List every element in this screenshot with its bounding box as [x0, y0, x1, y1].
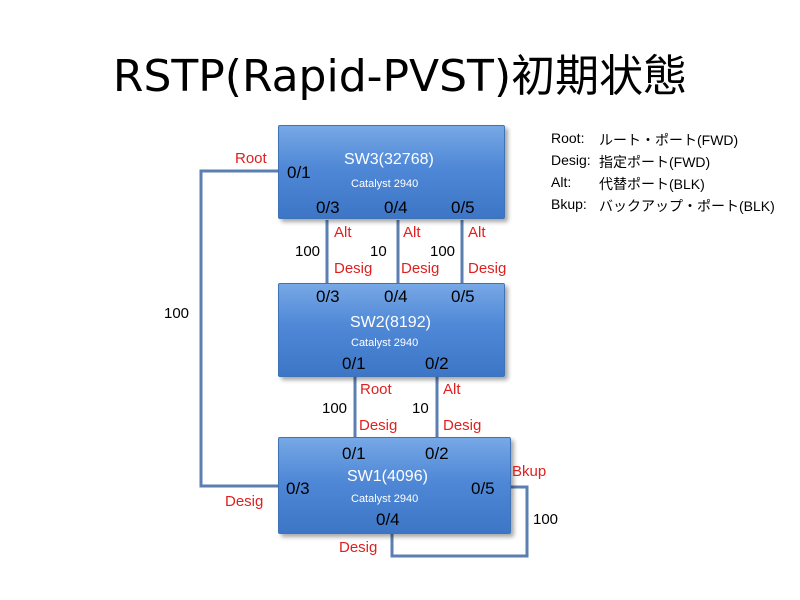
link-sw1-loop: [390, 485, 529, 558]
role-sw1-0-3: Desig: [225, 493, 264, 510]
sw1-port-0-4: 0/4: [376, 510, 400, 529]
sw2-port-0-5: 0/5: [451, 287, 475, 306]
switch-sw3[interactable]: [278, 125, 505, 219]
role-sw2-0-4: Desig: [401, 260, 440, 277]
role-sw3-0-5: Alt: [468, 224, 486, 241]
switch-sw1[interactable]: [278, 437, 511, 534]
legend-row-root: Root: ルート・ポート(FWD): [551, 130, 775, 152]
legend-row-desig: Desig: 指定ポート(FWD): [551, 152, 775, 174]
legend: Root: ルート・ポート(FWD) Desig: 指定ポート(FWD) Alt…: [551, 130, 775, 218]
cost-sw2-sw1-0-2: 10: [412, 400, 429, 417]
cost-sw1-loop: 100: [533, 511, 559, 528]
role-sw3-0-3: Alt: [334, 224, 352, 241]
role-sw2-0-2: Alt: [443, 381, 461, 398]
sw3-port-0-4: 0/4: [384, 198, 408, 217]
role-sw2-0-1: Root: [360, 381, 392, 398]
sw1-port-0-5: 0/5: [471, 479, 495, 498]
sw3-port-0-1: 0/1: [287, 163, 311, 182]
legend-text: 指定ポート(FWD): [599, 154, 711, 170]
cost-sw3-sw1: 100: [164, 305, 190, 322]
sw2-port-0-4: 0/4: [384, 287, 408, 306]
switch-sw3-model: Catalyst 2940: [351, 178, 419, 190]
page-title: RSTP(Rapid-PVST)初期状態: [112, 51, 688, 102]
legend-key: Alt:: [551, 174, 572, 190]
cost-sw2-sw1-0-1: 100: [322, 400, 348, 417]
role-sw1-0-2: Desig: [443, 417, 482, 434]
link-sw3-sw1: [199, 169, 279, 488]
role-sw1-0-5: Bkup: [512, 463, 547, 480]
legend-key: Root:: [551, 130, 585, 146]
role-sw3-0-4: Alt: [403, 224, 421, 241]
role-sw1-0-4: Desig: [339, 539, 378, 556]
sw1-port-0-2: 0/2: [425, 444, 449, 463]
cost-sw3-sw2-0-3: 100: [295, 243, 321, 260]
switch-sw2[interactable]: [278, 283, 505, 377]
sw1-port-0-1: 0/1: [342, 444, 366, 463]
sw2-port-0-2: 0/2: [425, 354, 449, 373]
role-sw1-0-1: Desig: [359, 417, 398, 434]
sw2-port-0-3: 0/3: [316, 287, 340, 306]
sw2-port-0-1: 0/1: [342, 354, 366, 373]
legend-row-alt: Alt: 代替ポート(BLK): [551, 174, 775, 196]
switch-sw1-name: SW1(4096): [347, 468, 428, 485]
sw3-port-0-3: 0/3: [316, 198, 340, 217]
switch-sw2-name: SW2(8192): [350, 314, 431, 331]
role-sw2-0-3: Desig: [334, 260, 373, 277]
legend-key: Desig:: [551, 152, 591, 168]
legend-text: 代替ポート(BLK): [599, 176, 705, 192]
legend-text: ルート・ポート(FWD): [599, 132, 739, 148]
switch-sw3-name: SW3(32768): [344, 151, 434, 168]
sw3-port-0-5: 0/5: [451, 198, 475, 217]
legend-key: Bkup:: [551, 196, 587, 212]
cost-sw3-sw2-0-4: 10: [370, 243, 387, 260]
switch-sw1-model: Catalyst 2940: [351, 493, 419, 505]
legend-text: バックアップ・ポート(BLK): [599, 198, 775, 214]
role-sw2-0-5: Desig: [468, 260, 507, 277]
switch-sw2-model: Catalyst 2940: [351, 337, 419, 349]
sw1-port-0-3: 0/3: [286, 479, 310, 498]
cost-sw3-sw2-0-5: 100: [430, 243, 456, 260]
role-sw3-0-1: Root: [235, 150, 267, 167]
legend-row-bkup: Bkup: バックアップ・ポート(BLK): [551, 196, 775, 218]
